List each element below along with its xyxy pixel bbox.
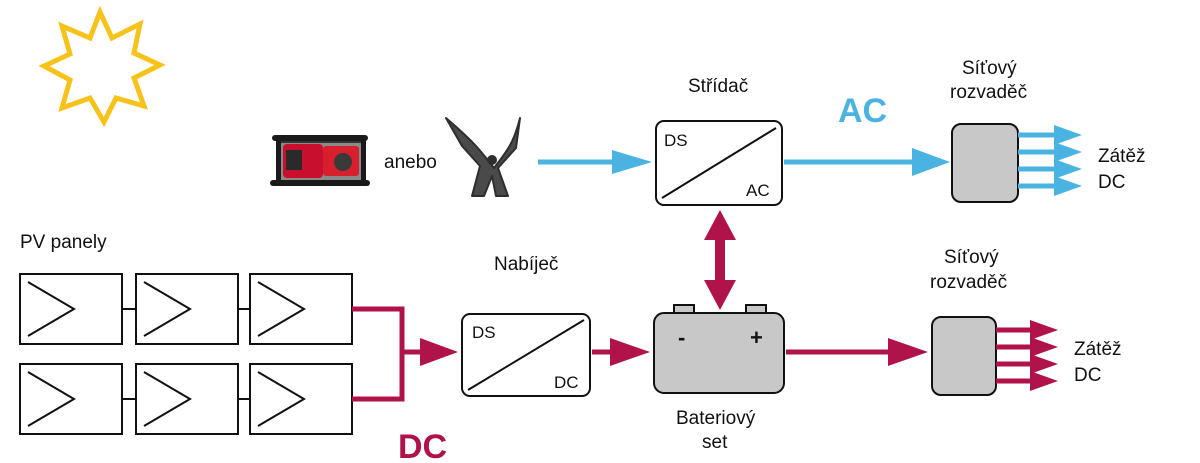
- load-top-label-1: Zátěž: [1098, 146, 1146, 167]
- dist-top-label-2: rozvaděč: [950, 82, 1027, 103]
- load-top-label-2: DC: [1098, 172, 1125, 193]
- arrow-inverter-dist-head: [912, 148, 950, 176]
- pv-dc-wiring: [352, 306, 458, 402]
- arrow-charger-battery-head: [610, 338, 650, 366]
- battery-minus: -: [678, 325, 685, 350]
- ac-label: AC: [838, 92, 887, 130]
- dist-bottom-label-1: Síťový: [944, 247, 999, 268]
- inverter-title: Střídač: [688, 76, 748, 97]
- battery-icon: [653, 304, 785, 394]
- load-arrows-bottom: [996, 320, 1058, 391]
- wind-turbine-icon: [445, 117, 521, 197]
- load-arrows-top: [1018, 125, 1082, 196]
- battery-label-1: Bateriový: [676, 408, 756, 429]
- generator-icon: [270, 135, 370, 186]
- arrow-inverter-battery: [704, 210, 736, 310]
- inverter-out-label: AC: [746, 181, 770, 200]
- load-bottom-label-2: DC: [1074, 365, 1101, 386]
- dist-top-label-1: Síťový: [962, 58, 1017, 79]
- inverter-in-label: DS: [664, 131, 688, 150]
- sun-icon: [38, 5, 166, 128]
- pv-panels: [19, 273, 353, 435]
- inverter-box: [655, 120, 783, 206]
- arrow-battery-dist-head: [888, 338, 928, 366]
- battery-label-2: set: [702, 432, 728, 453]
- load-bottom-label-1: Zátěž: [1074, 339, 1122, 360]
- charger-title: Nabíječ: [494, 254, 558, 275]
- dist-bottom-label-2: rozvaděč: [930, 272, 1007, 293]
- dc-label: DC: [398, 428, 447, 463]
- charger-box: [461, 313, 591, 397]
- anebo-label: anebo: [384, 152, 437, 173]
- charger-in-label: DS: [472, 323, 496, 342]
- charger-out-label: DC: [554, 373, 579, 392]
- arrow-turbine-inverter-head: [612, 150, 652, 174]
- battery-plus: +: [750, 325, 763, 350]
- distribution-board-top: [951, 123, 1019, 203]
- pv-label: PV panely: [20, 232, 107, 253]
- distribution-board-bottom: [931, 316, 997, 396]
